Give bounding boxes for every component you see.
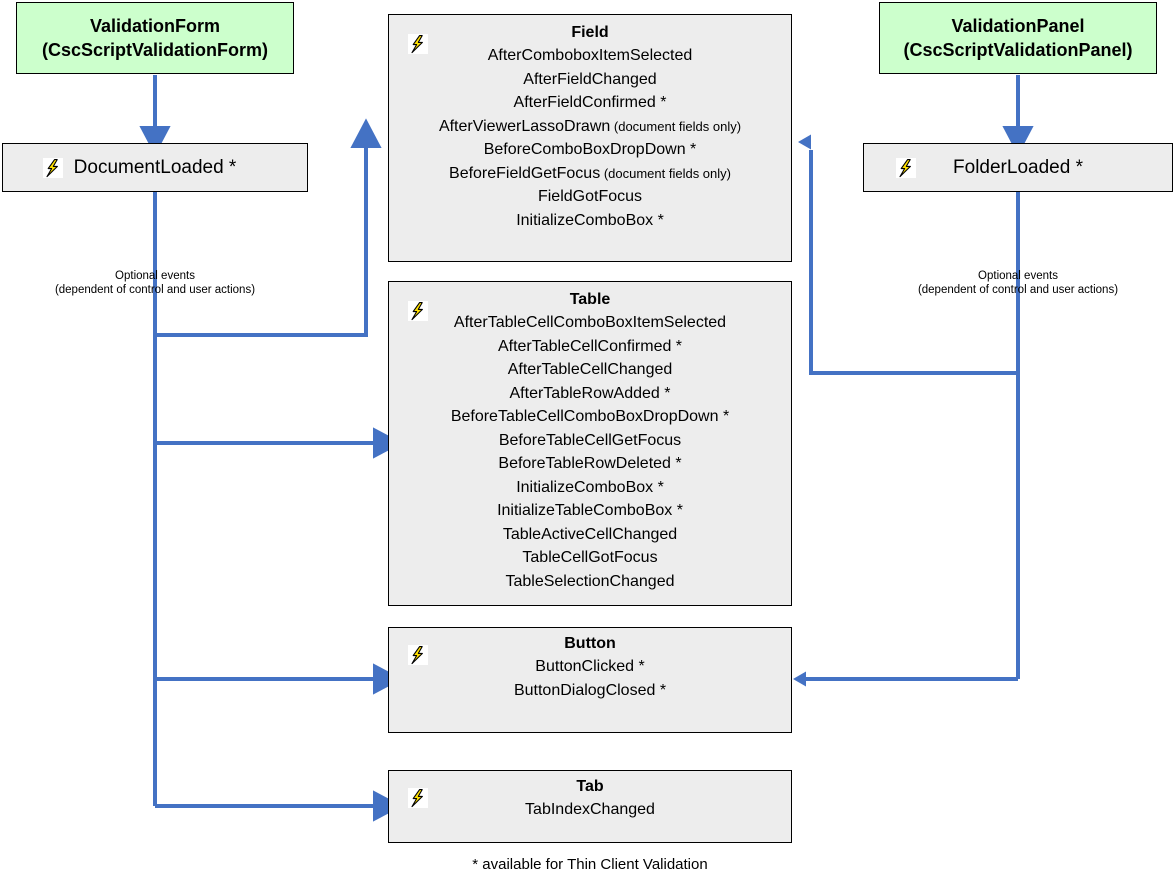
event-group-box-button: Button ButtonClicked * ButtonDialogClosed… [388, 627, 792, 733]
event-list-item: AfterTableCellChanged [389, 358, 791, 382]
lightning-bolt-icon [408, 788, 428, 808]
event-name: BeforeTableRowDeleted * [498, 455, 682, 472]
event-name: AfterTableRowAdded * [509, 384, 671, 402]
validation-panel-title-line1: ValidationPanel [951, 16, 1085, 36]
tab-event-list: TabIndexChanged [389, 798, 791, 822]
event-name: AfterTableCellComboBoxItemSelected [453, 314, 727, 331]
event-list-item: InitializeComboBox * [389, 209, 791, 233]
event-list-item: FieldGotFocus [389, 185, 791, 209]
lightning-bolt-icon [408, 301, 428, 321]
button-event-list: ButtonClicked * ButtonDialogClosed * [389, 655, 791, 702]
event-list-item: AfterFieldChanged [389, 68, 791, 92]
event-name: TableSelectionChanged [505, 572, 675, 590]
event-name: TabIndexChanged [525, 801, 655, 818]
event-name: BeforeTableCellGetFocus [498, 431, 682, 449]
event-list-item: BeforeComboBoxDropDown * [389, 138, 791, 162]
event-name: AfterComboboxItemSelected [487, 47, 693, 64]
event-list-item: ButtonDialogClosed * [389, 679, 791, 703]
event-list-item: AfterViewerLassoDrawn (document fields o… [389, 115, 791, 139]
event-list-item: ButtonClicked * [389, 655, 791, 679]
event-list-item: TabIndexChanged [389, 798, 791, 822]
event-name: ButtonClicked * [535, 658, 645, 675]
event-list-item: AfterFieldConfirmed * [389, 91, 791, 115]
event-list-item: BeforeFieldGetFocus (document fields onl… [389, 162, 791, 186]
event-box-document-loaded: DocumentLoaded * [2, 143, 308, 192]
event-list-item: InitializeTableComboBox * [389, 499, 791, 523]
arrowhead-right-to-button [793, 671, 806, 687]
arrowhead-right-to-field [798, 134, 811, 150]
optional-events-left-line1: Optional events [115, 270, 195, 282]
table-group-title: Table [569, 291, 611, 308]
event-list-item: BeforeTableCellComboBoxDropDown * [389, 405, 791, 429]
optional-events-right-line1: Optional events [978, 270, 1058, 282]
event-name: AfterTableCellChanged [507, 361, 673, 378]
lightning-bolt-icon [408, 34, 428, 54]
event-list-item: AfterTableCellConfirmed * [389, 335, 791, 359]
event-name: AfterFieldChanged [523, 70, 657, 88]
event-name: AfterViewerLassoDrawn [438, 117, 611, 135]
event-note: (document fields only) [600, 165, 731, 181]
event-group-box-tab: Tab TabIndexChanged [388, 770, 792, 843]
optional-events-right-line2: (dependent of control and user actions) [917, 284, 1119, 296]
event-list-item: BeforeTableRowDeleted * [389, 452, 791, 476]
event-name: AfterFieldConfirmed * [513, 94, 667, 111]
button-group-title: Button [564, 635, 616, 652]
event-box-folder-loaded: FolderLoaded * [863, 143, 1173, 192]
footnote-text: * available for Thin Client Validation [472, 856, 708, 873]
event-name: InitializeTableComboBox * [497, 502, 683, 519]
validation-form-title-line1: ValidationForm [89, 16, 221, 36]
event-list-item: TableCellGotFocus [389, 546, 791, 570]
event-note: (document fields only) [610, 118, 742, 134]
optional-events-label-right: Optional events (dependent of control an… [868, 269, 1168, 297]
tab-group-title: Tab [576, 778, 604, 795]
event-name: FieldGotFocus [537, 188, 643, 205]
source-box-validation-panel: ValidationPanel (CscScriptValidationPane… [879, 2, 1157, 74]
event-list-item: TableSelectionChanged [389, 570, 791, 594]
event-name: BeforeTableCellComboBoxDropDown * [450, 408, 730, 425]
optional-events-label-left: Optional events (dependent of control an… [5, 269, 305, 297]
event-name: BeforeComboBoxDropDown * [483, 141, 697, 158]
validation-panel-title-line2: (CscScriptValidationPanel) [903, 40, 1133, 60]
event-name: BeforeFieldGetFocus [449, 164, 601, 182]
event-name: ButtonDialogClosed * [513, 681, 667, 699]
lightning-bolt-icon [43, 158, 63, 178]
lightning-bolt-icon [896, 158, 916, 178]
event-list-item: BeforeTableCellGetFocus [389, 429, 791, 453]
event-name: InitializeComboBox * [516, 211, 664, 229]
source-box-validation-form: ValidationForm (CscScriptValidationForm) [16, 2, 294, 74]
footnote-thin-client: * available for Thin Client Validation [388, 855, 792, 875]
event-name: TableActiveCellChanged [502, 525, 678, 543]
event-name: AfterTableCellConfirmed * [497, 337, 683, 355]
event-name: InitializeComboBox * [516, 478, 664, 496]
event-group-box-table: Table AfterTableCellComboBoxItemSelected… [388, 281, 792, 606]
folder-loaded-label: FolderLoaded * [953, 156, 1083, 178]
event-list-item: AfterTableCellComboBoxItemSelected [389, 311, 791, 335]
event-name: TableCellGotFocus [522, 549, 658, 566]
event-list-item: AfterTableRowAdded * [389, 382, 791, 406]
event-list-item: TableActiveCellChanged [389, 523, 791, 547]
event-list-item: AfterComboboxItemSelected [389, 44, 791, 68]
document-loaded-label: DocumentLoaded * [73, 156, 237, 178]
event-list-item: InitializeComboBox * [389, 476, 791, 500]
field-group-title: Field [571, 24, 609, 41]
lightning-bolt-icon [408, 645, 428, 665]
validation-form-title-line2: (CscScriptValidationForm) [41, 40, 269, 60]
optional-events-left-line2: (dependent of control and user actions) [54, 284, 256, 296]
